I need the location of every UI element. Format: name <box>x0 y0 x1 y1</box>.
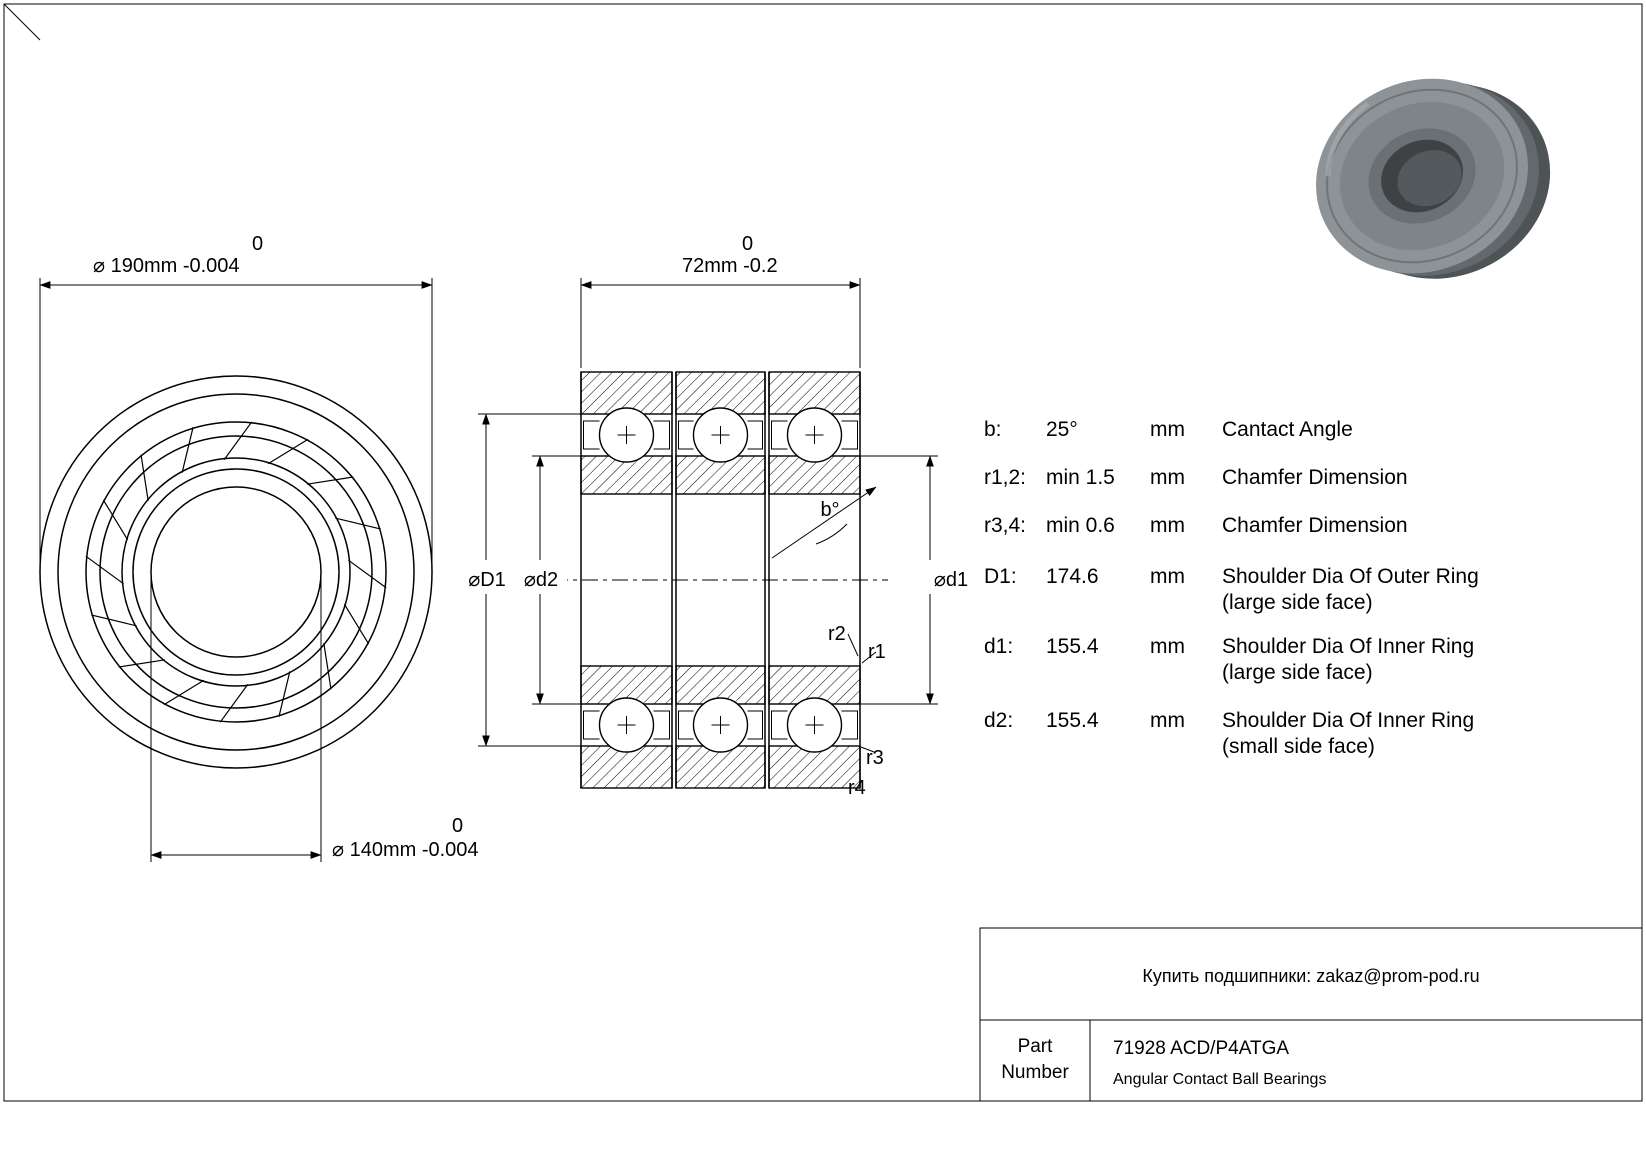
spec-param: d2: <box>984 709 1013 732</box>
cage-top <box>583 420 858 450</box>
spec-desc: Chamfer Dimension <box>1222 466 1408 489</box>
label-r1: r1 <box>868 641 886 663</box>
balls-bottom <box>598 697 843 753</box>
spec-desc: Chamfer Dimension <box>1222 514 1408 537</box>
ball-path-outer-circle <box>99 435 373 709</box>
width-dimension: 0 72mm -0.2 <box>580 233 861 368</box>
spec-desc-line2: (small side face) <box>1222 735 1375 758</box>
label-d2: ⌀d2 <box>524 569 558 591</box>
contact-angle-label: b° <box>820 499 839 521</box>
spec-desc: Shoulder Dia Of Inner Ring <box>1222 635 1474 658</box>
contact-email-text: Купить подшипники: zakaz@prom-pod.ru <box>1142 966 1479 986</box>
spec-row: d1: 155.4 mm Shoulder Dia Of Inner Ring … <box>984 635 1474 684</box>
corner-diagonal-line <box>3 3 41 41</box>
spec-unit: mm <box>1150 466 1185 489</box>
contact-angle-annotation: b° <box>771 486 877 559</box>
spec-desc-line2: (large side face) <box>1222 661 1373 684</box>
label-D1: ⌀D1 <box>468 569 506 591</box>
cage-bottom <box>583 710 858 740</box>
spec-desc: Shoulder Dia Of Outer Ring <box>1222 565 1479 588</box>
label-d1: ⌀d1 <box>934 569 968 591</box>
spec-row: d2: 155.4 mm Shoulder Dia Of Inner Ring … <box>984 709 1474 758</box>
chamfer-labels: r2 r1 r3 r4 <box>828 623 886 799</box>
spec-value: min 0.6 <box>1046 514 1115 537</box>
cage-outer-circle <box>85 421 387 723</box>
d2-dimension: ⌀d2 <box>515 455 581 705</box>
balls-top <box>598 407 843 463</box>
bore-dimension-label: ⌀ 140mm -0.004 <box>332 839 479 861</box>
spec-row: r3,4: min 0.6 mm Chamfer Dimension <box>984 514 1408 537</box>
spec-param: d1: <box>984 635 1013 658</box>
spec-unit: mm <box>1150 635 1185 658</box>
spec-unit: mm <box>1150 709 1185 732</box>
spec-param: b: <box>984 418 1002 441</box>
part-label-line2: Number <box>1001 1062 1069 1083</box>
spec-desc: Shoulder Dia Of Inner Ring <box>1222 709 1474 732</box>
spec-desc: Cantact Angle <box>1222 418 1353 441</box>
inner-ring-outer-circle <box>132 468 340 676</box>
bore-tolerance-upper: 0 <box>452 815 463 837</box>
front-view: 0 ⌀ 190mm -0.004 0 ⌀ 140mm -0.004 <box>39 233 479 862</box>
title-block: Купить подшипники: zakaz@prom-pod.ru Par… <box>979 927 1643 1102</box>
spec-unit: mm <box>1150 565 1185 588</box>
spec-row: r1,2: min 1.5 mm Chamfer Dimension <box>984 466 1408 489</box>
spec-row: D1: 174.6 mm Shoulder Dia Of Outer Ring … <box>984 565 1479 614</box>
label-r4: r4 <box>848 777 866 799</box>
spec-param: r1,2: <box>984 466 1026 489</box>
spec-desc-line2: (large side face) <box>1222 591 1373 614</box>
spec-unit: mm <box>1150 514 1185 537</box>
spec-param: r3,4: <box>984 514 1026 537</box>
od-dimension: 0 ⌀ 190mm -0.004 <box>39 233 433 566</box>
spec-unit: mm <box>1150 418 1185 441</box>
part-label-line1: Part <box>1018 1036 1054 1057</box>
label-r3: r3 <box>866 747 884 769</box>
spec-row: b: 25° mm Cantact Angle <box>984 418 1353 441</box>
outer-diameter-circle <box>39 375 433 769</box>
d1-outer-dimension: ⌀D1 <box>460 413 581 747</box>
ball-path-inner-circle <box>121 457 351 687</box>
spec-param: D1: <box>984 565 1017 588</box>
part-number-value: 71928 ACD/P4ATGA <box>1113 1038 1289 1059</box>
bearing-category: Angular Contact Ball Bearings <box>1113 1071 1326 1088</box>
spec-value: 155.4 <box>1046 709 1099 732</box>
spec-list: b: 25° mm Cantact Angle r1,2: min 1.5 mm… <box>984 418 1479 758</box>
bore-circle <box>150 486 322 658</box>
spec-value: 174.6 <box>1046 565 1099 588</box>
spec-value: min 1.5 <box>1046 466 1115 489</box>
cage-slashes <box>85 421 387 723</box>
od-tolerance-upper: 0 <box>252 233 263 255</box>
outer-ring-inner-circle <box>57 393 415 751</box>
width-tolerance-upper: 0 <box>742 233 753 255</box>
spec-value: 155.4 <box>1046 635 1099 658</box>
bearing-3d-render <box>1316 78 1551 279</box>
page-border <box>3 3 1643 1102</box>
label-r2: r2 <box>828 623 846 645</box>
width-dimension-label: 72mm -0.2 <box>682 255 778 277</box>
bore-dimension: 0 ⌀ 140mm -0.004 <box>150 578 479 862</box>
section-view: 0 72mm -0.2 <box>460 233 977 799</box>
d1-inner-dimension: ⌀d1 <box>860 455 977 705</box>
od-dimension-label: ⌀ 190mm -0.004 <box>93 255 240 277</box>
spec-value: 25° <box>1046 418 1078 441</box>
